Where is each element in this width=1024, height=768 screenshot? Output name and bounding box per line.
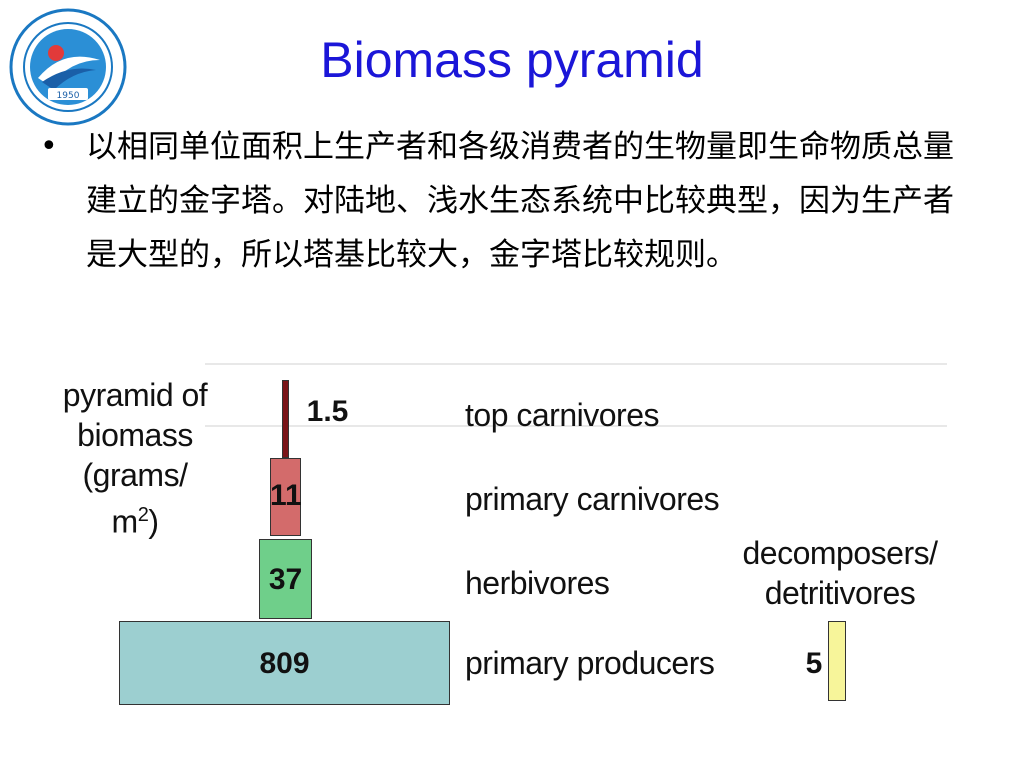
bullet-dot: • bbox=[40, 129, 58, 164]
axis-label: pyramid of biomass (grams/ m2) bbox=[60, 375, 210, 542]
axis-label-line1: pyramid of bbox=[62, 377, 208, 413]
university-logo: 1950 bbox=[9, 8, 127, 126]
bar-top-carnivores bbox=[282, 380, 289, 458]
ghost-line bbox=[205, 363, 947, 365]
bar-primary-carnivores bbox=[270, 458, 301, 536]
value-decomposers: 5 bbox=[805, 647, 823, 680]
value-top-carnivores: 1.5 bbox=[306, 395, 349, 428]
page-title: Biomass pyramid bbox=[320, 32, 704, 88]
label-top-carnivores: top carnivores bbox=[465, 397, 659, 433]
ghost-line bbox=[205, 425, 947, 427]
value-primary-carnivores: 11 bbox=[270, 479, 302, 512]
axis-label-line3: (grams/ m2) bbox=[82, 457, 188, 540]
axis-label-line2: biomass bbox=[77, 417, 193, 453]
bar-herbivores bbox=[259, 539, 312, 619]
label-herbivores: herbivores bbox=[465, 565, 610, 601]
biomass-pyramid-diagram: pyramid of biomass (grams/ m2) 1.5 11 37… bbox=[60, 355, 960, 765]
value-herbivores: 37 bbox=[268, 563, 303, 596]
value-primary-producers: 809 bbox=[259, 647, 310, 680]
label-primary-carnivores: primary carnivores bbox=[465, 481, 720, 517]
svg-text:1950: 1950 bbox=[57, 91, 80, 101]
body-text: 以相同单位面积上生产者和各级消费者的生物量即生命物质总量建立的金字塔。对陆地、浅… bbox=[86, 129, 954, 273]
label-primary-producers: primary producers bbox=[465, 645, 715, 681]
bar-decomposers bbox=[828, 621, 846, 701]
bar-primary-producers bbox=[119, 621, 450, 705]
label-decomposers: decomposers/ detritivores bbox=[742, 535, 938, 611]
